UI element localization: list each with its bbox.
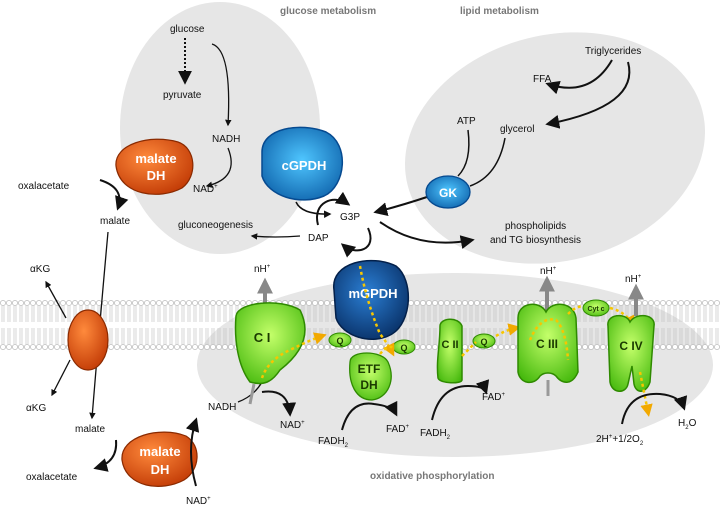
malate-dh-bottom-line2: DH bbox=[151, 462, 170, 477]
q1-label: Q bbox=[336, 336, 343, 346]
oxphos-title: oxidative phosphorylation bbox=[370, 471, 494, 482]
protons-oxygen-label: 2H++1/2O2 bbox=[596, 434, 644, 447]
mgpdh-label: mGPDH bbox=[348, 286, 397, 301]
ci-stalk bbox=[248, 383, 256, 405]
phospholipids-label-1: phospholipids bbox=[505, 221, 566, 232]
complex-ii: C II bbox=[436, 318, 463, 384]
complex-iii: C III bbox=[517, 303, 579, 384]
malate-carrier bbox=[67, 309, 109, 371]
civ-electron-path bbox=[638, 371, 653, 417]
cgpdh-label: cGPDH bbox=[282, 158, 327, 173]
nadh-top-label: NADH bbox=[212, 134, 240, 145]
dap-to-gluconeogenesis-arrow bbox=[250, 233, 301, 240]
lipid-metabolism-title: lipid metabolism bbox=[460, 6, 539, 17]
dap-to-g3p-arrow bbox=[315, 191, 351, 226]
fadh2-cii-arrow bbox=[431, 379, 490, 421]
cii-electron-path bbox=[461, 328, 516, 357]
gluconeogenesis-label: gluconeogenesis bbox=[178, 220, 253, 231]
civ-label: C IV bbox=[619, 339, 642, 353]
nadh-to-nad-arrow bbox=[205, 147, 232, 188]
etf-dh-enzyme: ETF DH bbox=[349, 352, 392, 401]
glucose-label: glucose bbox=[170, 24, 205, 35]
glucose-metabolism-title: glucose metabolism bbox=[280, 6, 376, 17]
fadh2-etf-label: FADH2 bbox=[318, 436, 349, 449]
cii-label: C II bbox=[441, 339, 458, 351]
ci-proton-label: nH+ bbox=[254, 264, 271, 275]
q3-label: Q bbox=[480, 337, 487, 347]
civ-proton-label: nH+ bbox=[625, 274, 642, 285]
ci-electron-path bbox=[260, 332, 327, 379]
q-pool-2: Q bbox=[392, 339, 416, 355]
g3p-to-dap-arrow bbox=[340, 227, 372, 258]
akg-top-label: αKG bbox=[30, 264, 50, 275]
watermark: 知乎 @竹子 bbox=[593, 478, 673, 496]
water-label: H2O bbox=[678, 418, 697, 431]
akg-bottom-label: αKG bbox=[26, 403, 46, 414]
triglycerides-label: Triglycerides bbox=[585, 46, 641, 57]
cgpdh-to-g3p-arrow bbox=[295, 201, 332, 218]
akg-out-arrow bbox=[45, 280, 67, 319]
oxalacetate-top-label: oxalacetate bbox=[18, 181, 70, 192]
malate-dh-top-line2: DH bbox=[147, 168, 166, 183]
lipid-metabolism-region bbox=[405, 32, 705, 264]
malate-dh-bottom-enzyme: malate DH bbox=[121, 431, 198, 487]
fadh2-cii-label: FADH2 bbox=[420, 428, 451, 441]
ci-nadh-oxidation-arrow bbox=[261, 390, 297, 417]
pyruvate-label: pyruvate bbox=[163, 90, 202, 101]
etf-dh-line1: ETF bbox=[358, 362, 381, 376]
fad-cii-label: FAD+ bbox=[482, 392, 505, 403]
g3p-to-phospholipids-arrow bbox=[379, 221, 475, 249]
ciii-electron-path bbox=[528, 304, 585, 361]
ciii-proton-label: nH+ bbox=[540, 266, 557, 277]
phospholipids-label-2: and TG biosynthesis bbox=[490, 235, 581, 246]
malate-to-oxalacetate-arrow bbox=[93, 439, 118, 472]
nad-bottom-label: NAD+ bbox=[186, 496, 211, 507]
complex-iv: C IV bbox=[607, 314, 655, 392]
malate-dh-top-line1: malate bbox=[135, 151, 176, 166]
q-pool-1: Q bbox=[328, 332, 352, 348]
akg-in-arrow bbox=[51, 359, 71, 397]
malate-dh-bottom-line1: malate bbox=[139, 444, 180, 459]
q2-label: Q bbox=[400, 343, 407, 353]
dap-label: DAP bbox=[308, 233, 329, 244]
cgpdh-enzyme: cGPDH bbox=[261, 126, 343, 201]
fadh2-etf-arrow bbox=[341, 400, 398, 431]
oxalacetate-to-malate-arrow bbox=[99, 179, 129, 211]
etf-dh-line2: DH bbox=[360, 378, 377, 392]
glycerol-label: glycerol bbox=[500, 124, 534, 135]
malate-dh-top-enzyme: malate DH bbox=[115, 138, 194, 195]
q-pool-3: Q bbox=[472, 333, 496, 349]
cytc-label: Cyt c bbox=[587, 306, 604, 313]
gk-enzyme: GK bbox=[425, 175, 471, 209]
glycerol-to-gk-arrow bbox=[469, 137, 506, 187]
atp-label: ATP bbox=[457, 116, 476, 127]
oxalacetate-bottom-label: oxalacetate bbox=[26, 472, 78, 483]
tg-to-ffa-arrow bbox=[545, 59, 613, 95]
etf-electron-path bbox=[379, 345, 395, 355]
nad-top-label: NAD+ bbox=[193, 184, 218, 195]
ciii-label: C III bbox=[536, 337, 558, 351]
complex-i: C I bbox=[234, 302, 306, 385]
mgpdh-enzyme: mGPDH bbox=[333, 259, 409, 340]
nad-to-nadh-arrow bbox=[185, 417, 200, 487]
malate-top-label: malate bbox=[100, 216, 130, 227]
ci-label: C I bbox=[254, 330, 271, 345]
gk-label: GK bbox=[439, 186, 457, 200]
tg-to-glycerol-arrow bbox=[545, 61, 631, 129]
glucose-to-nadh-arrow bbox=[211, 43, 232, 127]
fad-etf-label: FAD+ bbox=[386, 424, 409, 435]
g3p-label: G3P bbox=[340, 212, 360, 223]
nadh-bottom-label: NADH bbox=[208, 402, 236, 413]
nad-ci-label: NAD+ bbox=[280, 420, 305, 431]
mgpdh-electron-path bbox=[358, 265, 395, 357]
gk-to-g3p-arrow bbox=[373, 195, 431, 217]
malate-bottom-label: malate bbox=[75, 424, 105, 435]
oxygen-to-water-arrow bbox=[621, 392, 688, 425]
cytochrome-c: Cyt c bbox=[582, 299, 610, 317]
ffa-label: FFA bbox=[533, 74, 552, 85]
atp-to-gk-arrow bbox=[457, 129, 470, 177]
